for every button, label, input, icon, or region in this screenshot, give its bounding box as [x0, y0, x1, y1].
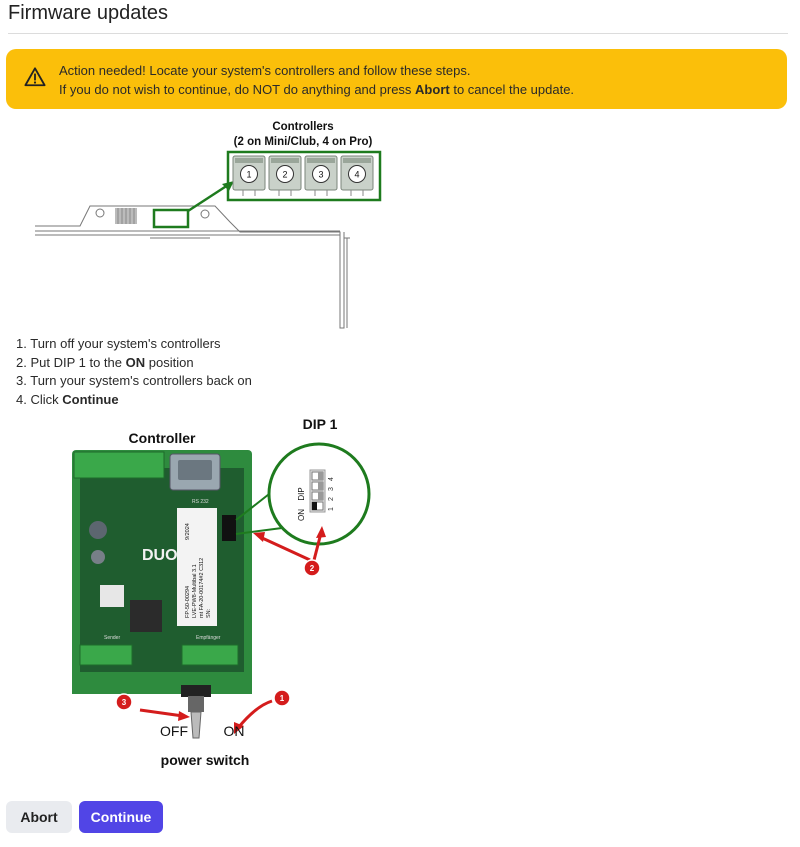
dip-1-label: DIP 1 [303, 416, 338, 432]
controller-number-label: 3 [318, 170, 323, 180]
red-arrow-heads [178, 526, 326, 734]
warning-triangle-icon [24, 67, 46, 87]
dip-number-label: 1 [328, 507, 335, 511]
power-switch [181, 685, 211, 739]
controller-sticker: FP-50-00294 LVE-PW8-Multibal 3.1 mt FA-2… [177, 508, 217, 626]
zoom-arrow [187, 183, 229, 213]
controller-board: RS 232 DUO Sender Empfänger [72, 450, 252, 694]
dip-number-label: 3 [328, 487, 335, 491]
controller-dip-diagram: Controller DIP 1 RS 232 DUO Sender Empfä… [72, 416, 371, 768]
callout-2-marker [303, 559, 321, 577]
step-4: 4. Click Continue [16, 391, 119, 407]
sender-label: Sender [104, 635, 120, 641]
controllers-highlight-small [152, 208, 190, 229]
controller-module: 4 [340, 155, 374, 196]
chassis-vent [115, 208, 137, 224]
instruction-steps: 1. Turn off your system's controllers 2.… [16, 335, 252, 409]
off-label: OFF [160, 723, 188, 739]
dip-switch-lever [318, 482, 323, 490]
callout-1-marker [273, 689, 291, 707]
controllers-figure-subtitle: (2 on Mini/Club, 4 on Pro) [234, 136, 373, 148]
svg-text:SN:: SN: [206, 608, 212, 618]
dip-number-label: 4 [328, 477, 335, 481]
svg-text:DIP: DIP [297, 487, 306, 500]
on-label: ON [224, 723, 245, 739]
controllers-figure-title: Controllers [272, 121, 333, 133]
callout-1-number: 1 [280, 694, 285, 703]
step-callouts: 1 2 3 [115, 559, 321, 711]
controller-module: 3 [304, 155, 338, 196]
svg-text:9/2024: 9/2024 [185, 523, 191, 540]
dip-zoom-circle: DIP ON 1 2 3 4 [235, 442, 371, 546]
alert-message: Action needed! Locate your system's cont… [59, 62, 574, 99]
chassis-drawing [35, 205, 350, 329]
power-switch-caption: power switch [161, 752, 250, 768]
callout-3-marker [115, 693, 133, 711]
controllers-highlight-large [226, 150, 382, 202]
dip-switch-lever [318, 472, 323, 480]
alert-abort-emphasis: Abort [415, 81, 450, 97]
continue-button[interactable]: Continue [79, 801, 163, 833]
controller-number-label: 4 [354, 170, 359, 180]
dip-switches [311, 471, 324, 511]
callout-2-number: 2 [310, 564, 315, 573]
title-divider [8, 33, 788, 34]
controller-figure-title: Controller [129, 430, 196, 446]
controller-number-label: 2 [282, 170, 287, 180]
svg-text:LVE-PW8-Multibal 3.1: LVE-PW8-Multibal 3.1 [192, 564, 198, 618]
svg-text:ON: ON [297, 509, 306, 521]
empfanger-label: Empfänger [196, 635, 221, 641]
dip-number-label: 2 [328, 497, 335, 501]
svg-text:FP-50-00294: FP-50-00294 [185, 586, 191, 618]
svg-text:mt FA-20-00174#2 C312: mt FA-20-00174#2 C312 [199, 558, 205, 618]
abort-button[interactable]: Abort [6, 801, 72, 833]
controller-modules: 1 2 3 4 [232, 155, 374, 196]
step-1: 1. Turn off your system's controllers [16, 336, 221, 351]
action-needed-alert: Action needed! Locate your system's cont… [6, 49, 787, 109]
dip-switch-lever [318, 492, 323, 500]
page-title: Firmware updates [8, 2, 169, 24]
controllers-location-diagram: Controllers (2 on Mini/Club, 4 on Pro) 1… [35, 121, 382, 329]
rs232-label: RS 232 [192, 499, 209, 505]
controller-number-label: 1 [246, 170, 251, 180]
dip-1-lever-on [312, 502, 317, 510]
brand-logo-text: DUO [142, 547, 178, 564]
alert-line-2: If you do not wish to continue, do NOT d… [59, 81, 575, 97]
controller-module: 1 [232, 155, 266, 196]
alert-line-1: Action needed! Locate your system's cont… [59, 63, 471, 78]
callout-3-number: 3 [122, 698, 127, 707]
step-2: 2. Put DIP 1 to the ON position [16, 354, 194, 370]
dip-numbers: 1 2 3 4 [328, 477, 335, 511]
controller-module: 2 [268, 155, 302, 196]
step-3: 3. Turn your system's controllers back o… [16, 373, 252, 388]
